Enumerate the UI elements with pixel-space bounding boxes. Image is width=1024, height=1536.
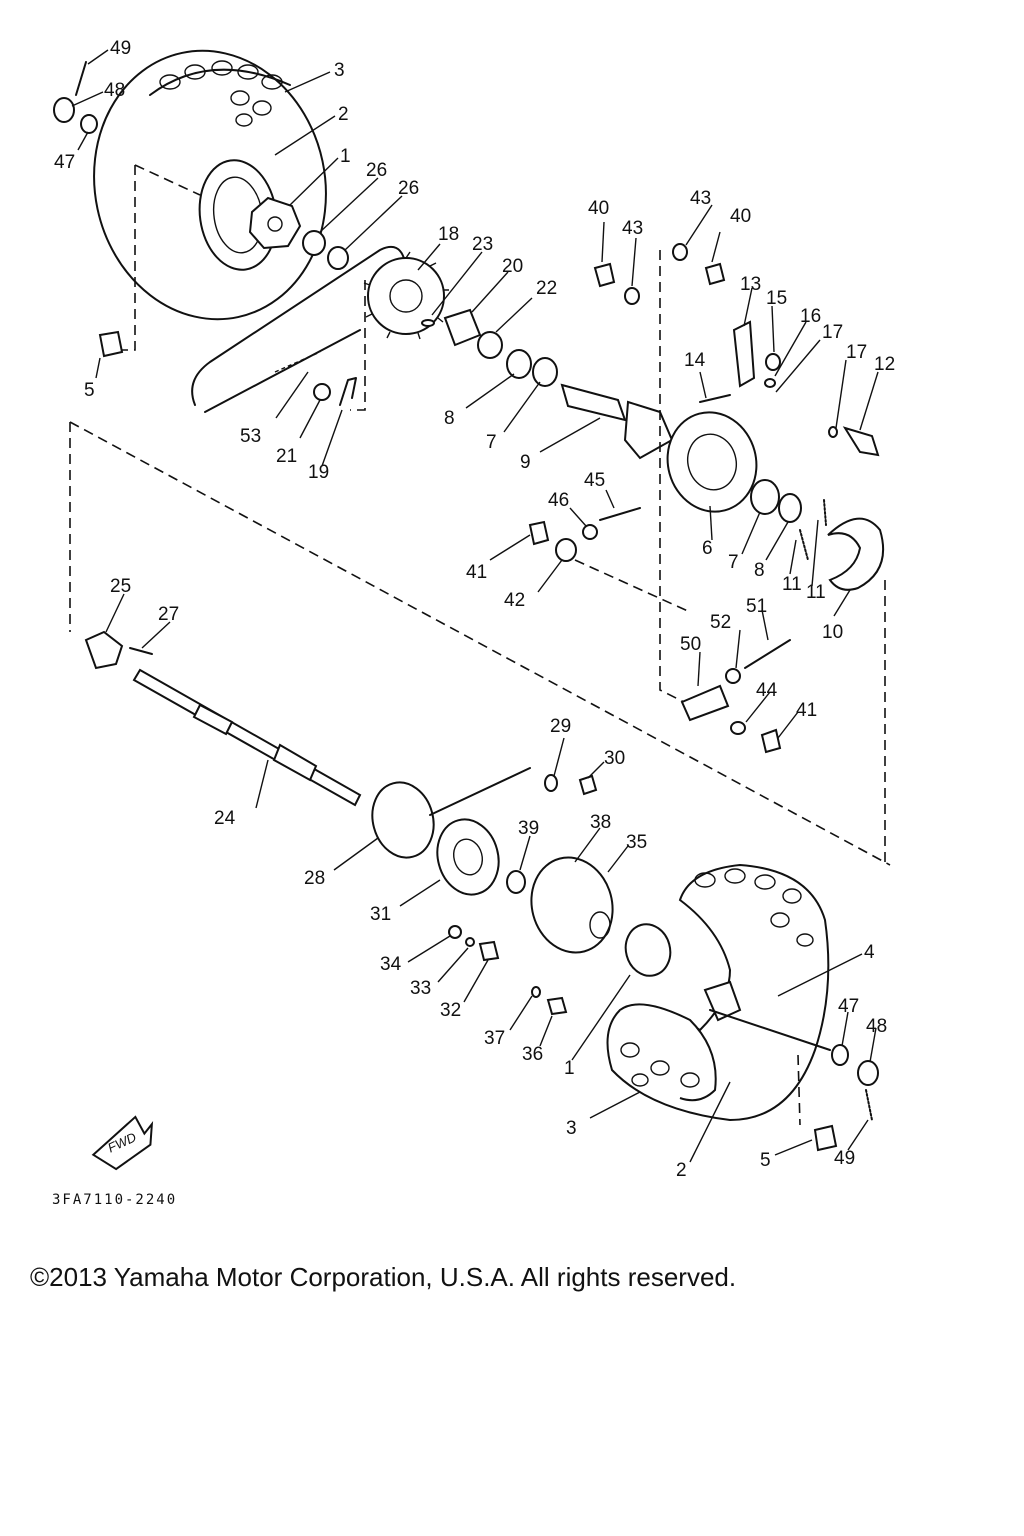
axle-housing-group — [560, 250, 802, 706]
callout-14: 14 — [684, 350, 706, 371]
sprocket-group — [313, 251, 558, 411]
callout-39: 39 — [518, 818, 539, 839]
callout-5: 5 — [84, 380, 95, 401]
callout-41: 41 — [466, 562, 487, 583]
callout-53: 53 — [240, 426, 261, 447]
small-fasteners-lower — [448, 925, 568, 1016]
callout-51: 51 — [746, 596, 767, 617]
callout-6: 6 — [702, 538, 713, 559]
brake-lever-parts — [593, 243, 880, 457]
callout-7b: 7 — [728, 552, 739, 573]
callout-50: 50 — [680, 634, 701, 655]
callout-38: 38 — [590, 812, 611, 833]
callout-11b: 11 — [806, 582, 826, 603]
callout-48b: 48 — [866, 1016, 887, 1037]
callout-45: 45 — [584, 470, 605, 491]
callout-42: 42 — [504, 590, 525, 611]
callout-leaders — [71, 49, 879, 1163]
callout-34: 34 — [380, 954, 402, 975]
callout-23: 23 — [472, 234, 493, 255]
callout-33: 33 — [410, 978, 431, 999]
callout-49b: 49 — [834, 1148, 855, 1169]
callout-21: 21 — [276, 446, 297, 467]
callout-44: 44 — [756, 680, 778, 701]
callout-36: 36 — [522, 1044, 543, 1065]
callout-43b: 43 — [690, 188, 711, 209]
callout-22: 22 — [536, 278, 557, 299]
wheel-fasteners-upper — [53, 61, 349, 358]
callout-40: 40 — [588, 198, 609, 219]
callout-43: 43 — [622, 218, 643, 239]
callout-37: 37 — [484, 1028, 505, 1049]
callout-16: 16 — [800, 306, 821, 327]
callout-1: 1 — [340, 146, 351, 167]
callout-41b: 41 — [796, 700, 817, 721]
callout-10: 10 — [822, 622, 843, 643]
callout-24: 24 — [214, 808, 236, 829]
callout-48: 48 — [104, 80, 125, 101]
callout-3b: 3 — [566, 1118, 577, 1139]
callout-numbers: 49 48 47 3 2 1 26 26 5 18 23 20 22 8 7 9… — [54, 38, 895, 1181]
callout-35: 35 — [626, 832, 647, 853]
caliper-bracket-group — [680, 639, 791, 754]
callout-27: 27 — [158, 604, 179, 625]
callout-47b: 47 — [838, 996, 859, 1017]
callout-7: 7 — [486, 432, 497, 453]
callout-13: 13 — [740, 274, 761, 295]
callout-5b: 5 — [760, 1150, 771, 1171]
fwd-arrow-icon: FWD — [91, 1115, 154, 1171]
brake-shoe-group — [799, 499, 886, 865]
callout-15: 15 — [766, 288, 787, 309]
callout-17b: 17 — [846, 342, 867, 363]
callout-31: 31 — [370, 904, 391, 925]
callout-26b: 26 — [398, 178, 419, 199]
callout-52: 52 — [710, 612, 731, 633]
callout-11: 11 — [782, 574, 802, 595]
callout-40b: 40 — [730, 206, 751, 227]
callout-46: 46 — [548, 490, 569, 511]
callout-2: 2 — [338, 104, 349, 125]
alignment-line — [69, 421, 891, 866]
figure-code: 3FA7110-2240 — [52, 1192, 177, 1208]
mounting-bolt-parts — [528, 507, 691, 613]
copyright-notice: ©2013 Yamaha Motor Corporation, U.S.A. A… — [30, 1262, 737, 1292]
callout-26: 26 — [366, 160, 387, 181]
callout-25: 25 — [110, 576, 131, 597]
left-wheel-assembly — [93, 49, 327, 351]
callout-1b: 1 — [564, 1058, 575, 1079]
axle-group — [84, 630, 362, 807]
exploded-parts-diagram: FWD 49 48 47 3 2 1 26 26 5 — [52, 38, 895, 1208]
callout-18: 18 — [438, 224, 459, 245]
callout-2b: 2 — [676, 1160, 687, 1181]
callout-49: 49 — [110, 38, 131, 59]
callout-32: 32 — [440, 1000, 461, 1021]
drive-chain — [191, 246, 406, 413]
brake-drum-group — [371, 767, 614, 954]
callout-4: 4 — [864, 942, 875, 963]
callout-29: 29 — [550, 716, 571, 737]
callout-3: 3 — [334, 60, 345, 81]
callout-8b: 8 — [754, 560, 765, 581]
callout-19: 19 — [308, 462, 329, 483]
callout-17: 17 — [822, 322, 843, 343]
callout-47: 47 — [54, 152, 75, 173]
callout-28: 28 — [304, 868, 325, 889]
right-wheel-assembly — [606, 863, 879, 1152]
callout-9: 9 — [520, 452, 531, 473]
callout-8: 8 — [444, 408, 455, 429]
callout-12: 12 — [874, 354, 895, 375]
callout-30: 30 — [604, 748, 625, 769]
callout-20: 20 — [502, 256, 523, 277]
